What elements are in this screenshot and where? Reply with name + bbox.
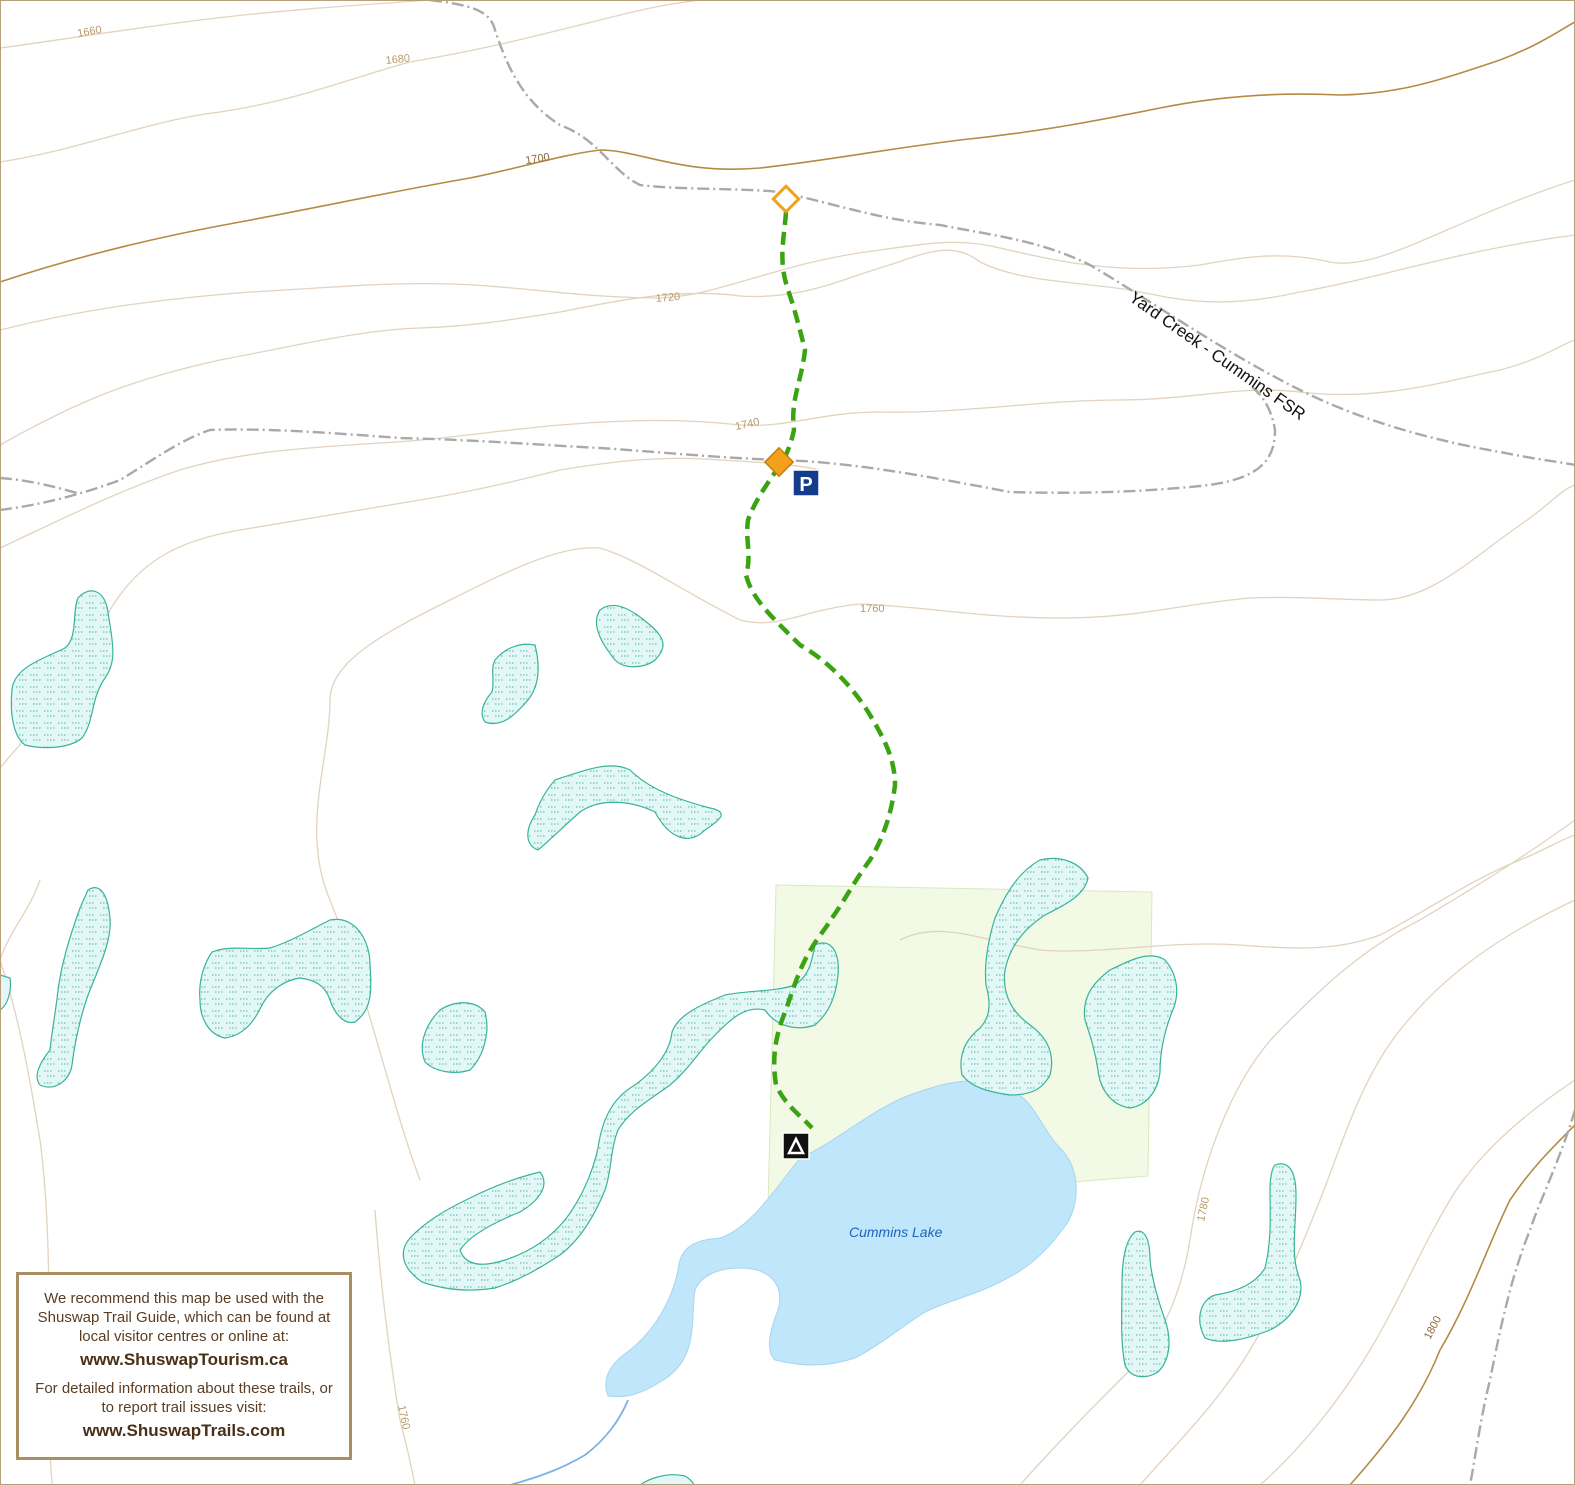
stream xyxy=(509,1399,629,1485)
contour-label-1740: 1740 xyxy=(734,416,760,433)
lake-label: Cummins Lake xyxy=(849,1224,943,1240)
orange-diamond-icon[interactable] xyxy=(763,446,795,478)
contours-major xyxy=(0,21,1575,1485)
contour-label-1760: 1760 xyxy=(860,603,884,615)
notice-text-2: For detailed information about these tra… xyxy=(35,1380,333,1416)
road-east xyxy=(1468,1109,1575,1485)
contour-label-1760-south: 1760 xyxy=(395,1404,412,1430)
wetlands-texture xyxy=(11,590,1301,1377)
notice-url-shuswaptrails[interactable]: www.ShuswapTrails.com xyxy=(82,1421,286,1440)
contour-label-1800: 1800 xyxy=(1422,1314,1444,1341)
notice-url-shuswaptourism[interactable]: www.ShuswapTourism.ca xyxy=(80,1350,288,1369)
contour-label-1680: 1680 xyxy=(385,52,411,66)
contour-label-1780: 1780 xyxy=(1195,1196,1212,1222)
parking-icon[interactable]: P xyxy=(792,469,820,497)
notice-box: We recommend this map be used with the S… xyxy=(16,1272,352,1460)
wetland-14 xyxy=(638,1474,695,1485)
road-yard-creek-cummins-fsr xyxy=(429,0,1575,467)
contour-labels: 1660 1680 1700 1720 1740 1760 1780 1800 … xyxy=(76,24,1444,1431)
orange-outline-diamond-icon[interactable] xyxy=(771,184,801,214)
road-spur-west xyxy=(0,384,1277,512)
wetland-13 xyxy=(0,974,12,1011)
contour-label-1720: 1720 xyxy=(655,291,680,305)
contour-label-1700: 1700 xyxy=(525,151,551,167)
notice-text-1: We recommend this map be used with the S… xyxy=(37,1290,331,1345)
road-spur-west-2 xyxy=(0,476,81,496)
contour-label-1660: 1660 xyxy=(76,24,102,40)
parking-symbol: P xyxy=(799,474,812,496)
lake-cummins xyxy=(605,1080,1077,1398)
trail-route[interactable] xyxy=(743,211,898,1130)
road-label: Yard Creek - Cummins FSR xyxy=(1126,288,1309,424)
campsite-tent-icon[interactable] xyxy=(782,1132,810,1160)
